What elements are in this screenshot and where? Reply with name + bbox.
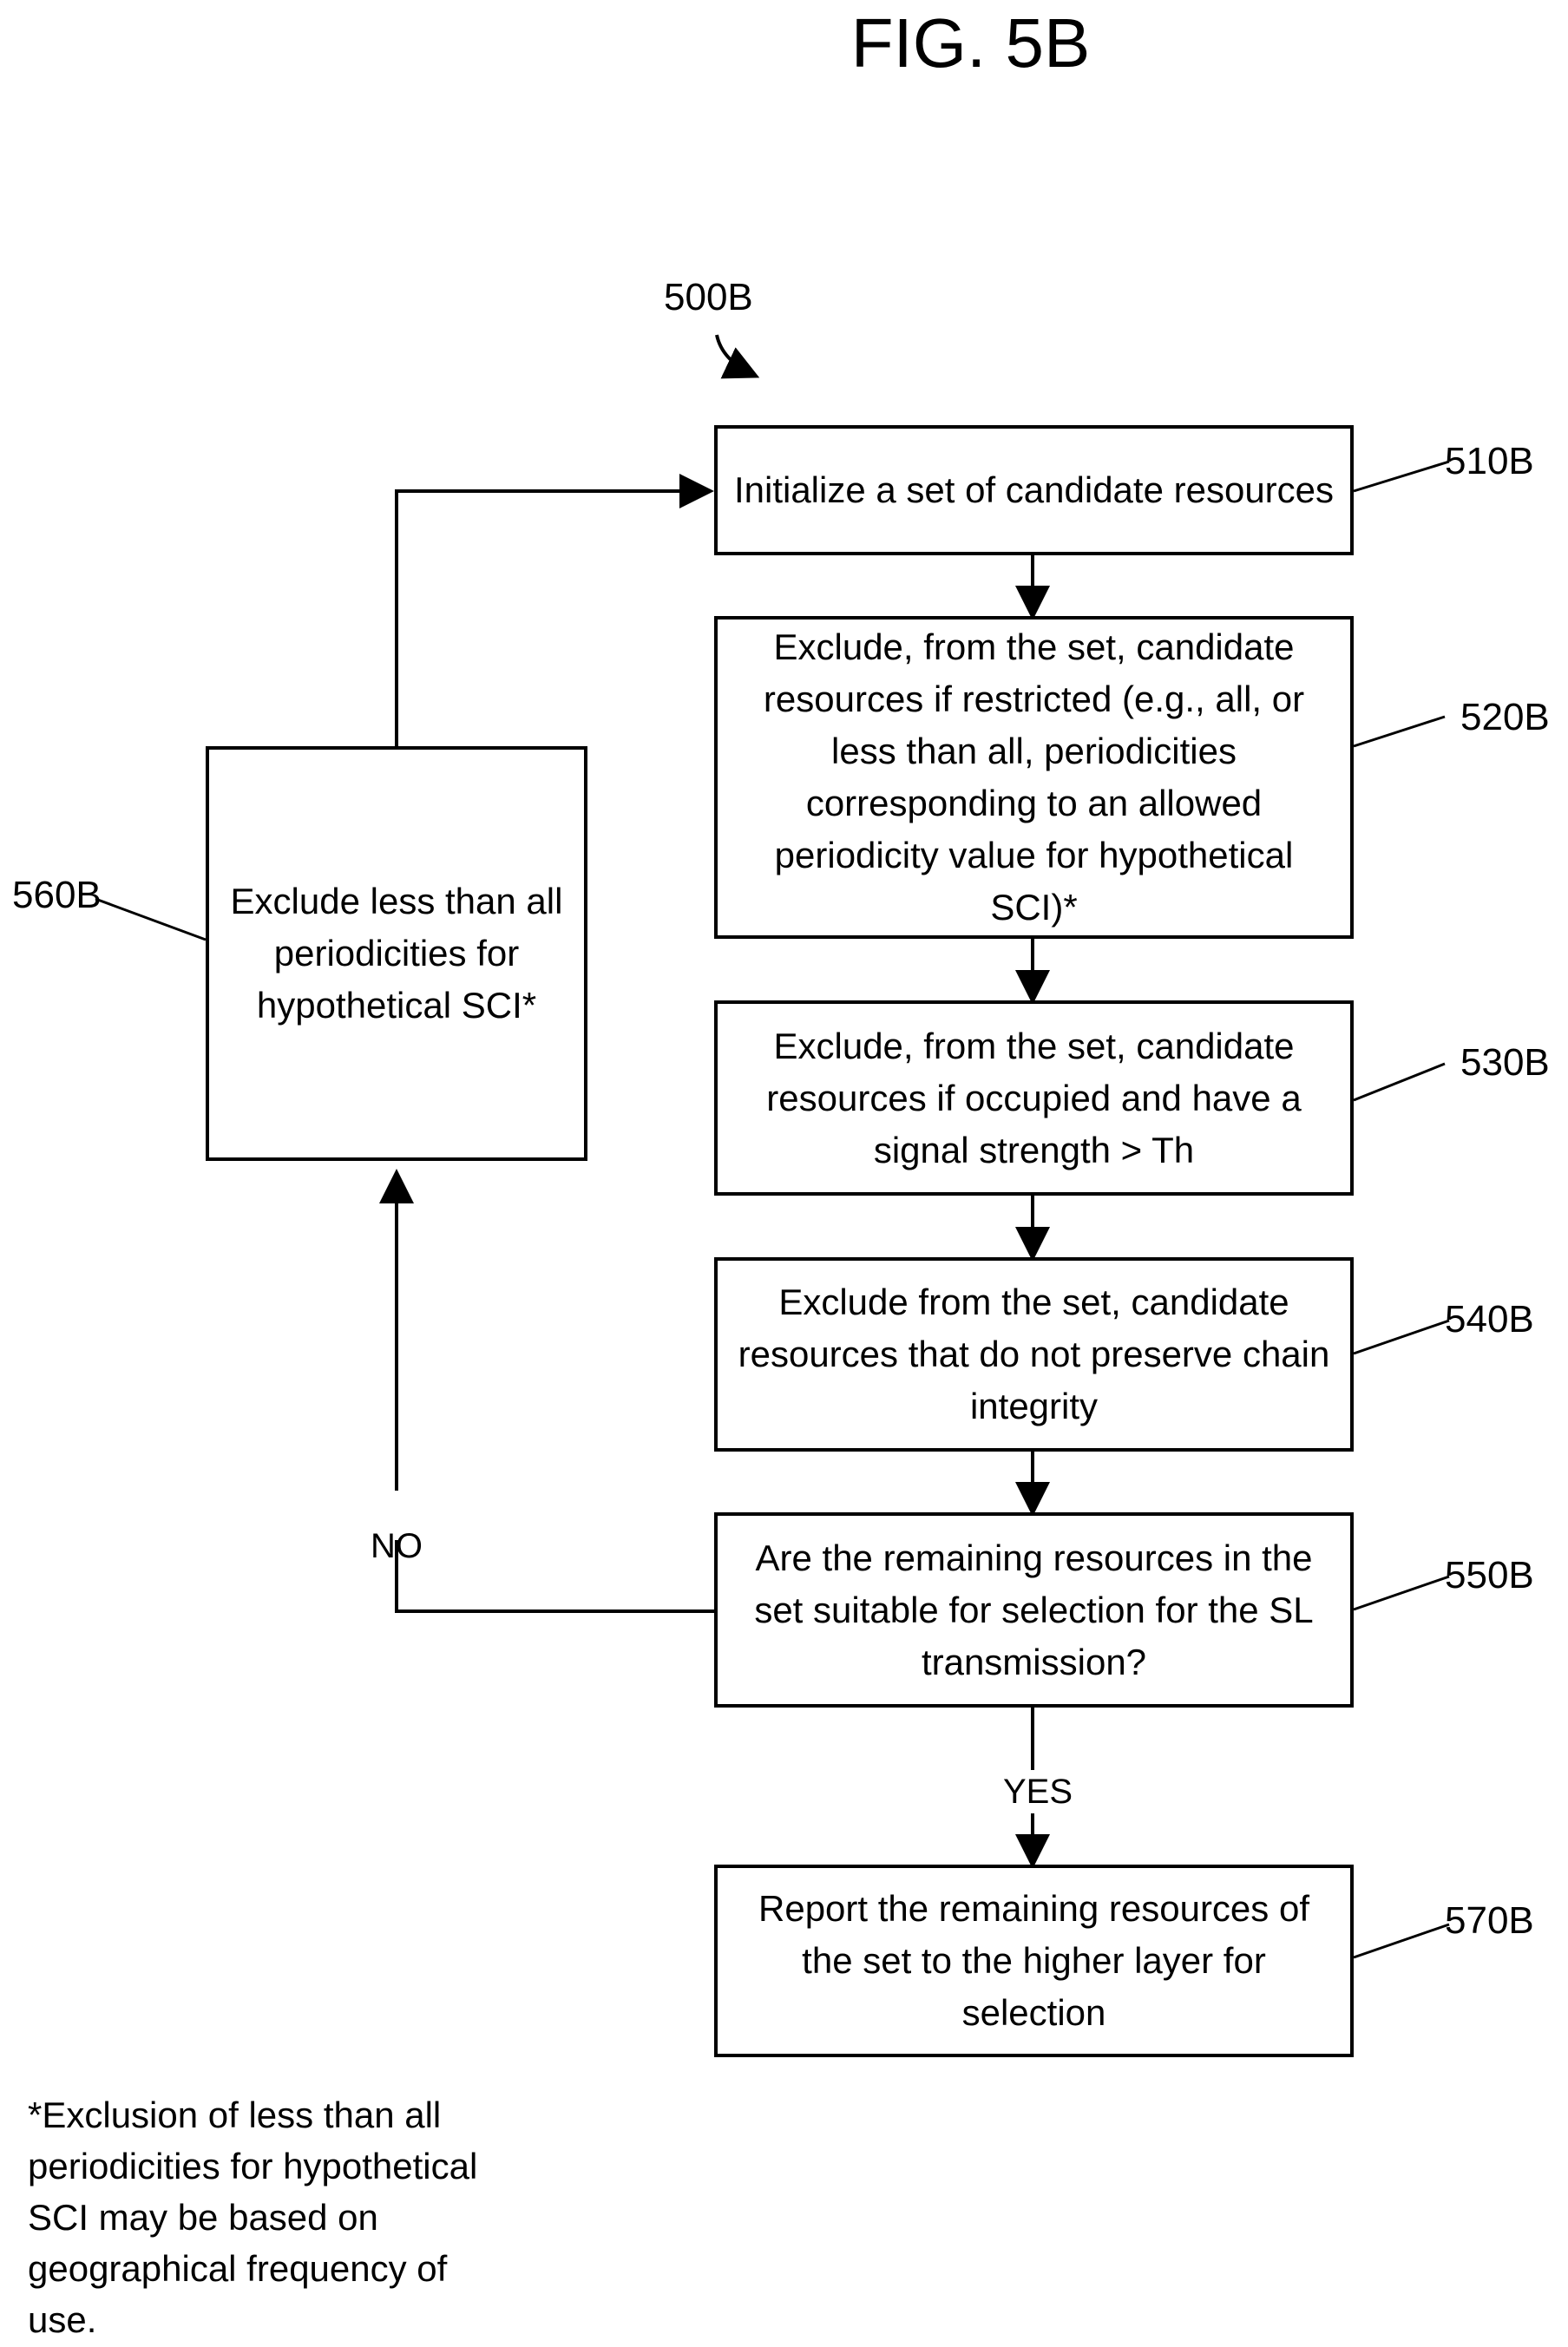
step-540-ref: 540B	[1445, 1298, 1534, 1341]
step-540-box: Exclude from the set, candidate resource…	[714, 1257, 1354, 1452]
branch-yes-label: YES	[1003, 1773, 1073, 1811]
step-550-text: Are the remaining resources in the set s…	[732, 1532, 1336, 1688]
step-520-text: Exclude, from the set, candidate resourc…	[732, 621, 1336, 934]
leader-540b	[1354, 1321, 1449, 1354]
step-510-text: Initialize a set of candidate resources	[734, 464, 1334, 516]
step-560-ref: 560B	[12, 874, 102, 917]
leader-520b	[1354, 717, 1445, 746]
step-510-box: Initialize a set of candidate resources	[714, 425, 1354, 555]
step-530-text: Exclude, from the set, candidate resourc…	[732, 1020, 1336, 1177]
arrow-550-to-560-no	[397, 1540, 714, 1611]
step-570-text: Report the remaining resources of the se…	[732, 1883, 1336, 2039]
leader-530b	[1354, 1064, 1445, 1100]
figure-title: FIG. 5B	[0, 0, 1568, 87]
footnote: *Exclusion of less than all periodicitie…	[28, 2089, 496, 2345]
leader-550b	[1354, 1577, 1449, 1609]
step-560-box: Exclude less than all periodicities for …	[206, 746, 587, 1161]
step-520-ref: 520B	[1460, 696, 1550, 739]
step-570-ref: 570B	[1445, 1899, 1534, 1943]
step-520-box: Exclude, from the set, candidate resourc…	[714, 616, 1354, 939]
step-550-ref: 550B	[1445, 1554, 1534, 1597]
step-570-box: Report the remaining resources of the se…	[714, 1865, 1354, 2057]
step-530-box: Exclude, from the set, candidate resourc…	[714, 1000, 1354, 1196]
step-550-decision-box: Are the remaining resources in the set s…	[714, 1512, 1354, 1708]
step-540-text: Exclude from the set, candidate resource…	[732, 1276, 1336, 1432]
leader-570b	[1354, 1924, 1449, 1957]
step-510-ref: 510B	[1445, 440, 1534, 483]
step-530-ref: 530B	[1460, 1041, 1550, 1085]
leader-560b	[95, 899, 206, 940]
figure-ref: 500B	[664, 276, 753, 319]
arrow-560-to-510	[397, 491, 707, 746]
ref-pointer-500b	[717, 335, 753, 375]
branch-no-label: NO	[371, 1527, 423, 1565]
leader-510b	[1354, 462, 1449, 491]
step-560-text: Exclude less than all periodicities for …	[223, 875, 570, 1032]
